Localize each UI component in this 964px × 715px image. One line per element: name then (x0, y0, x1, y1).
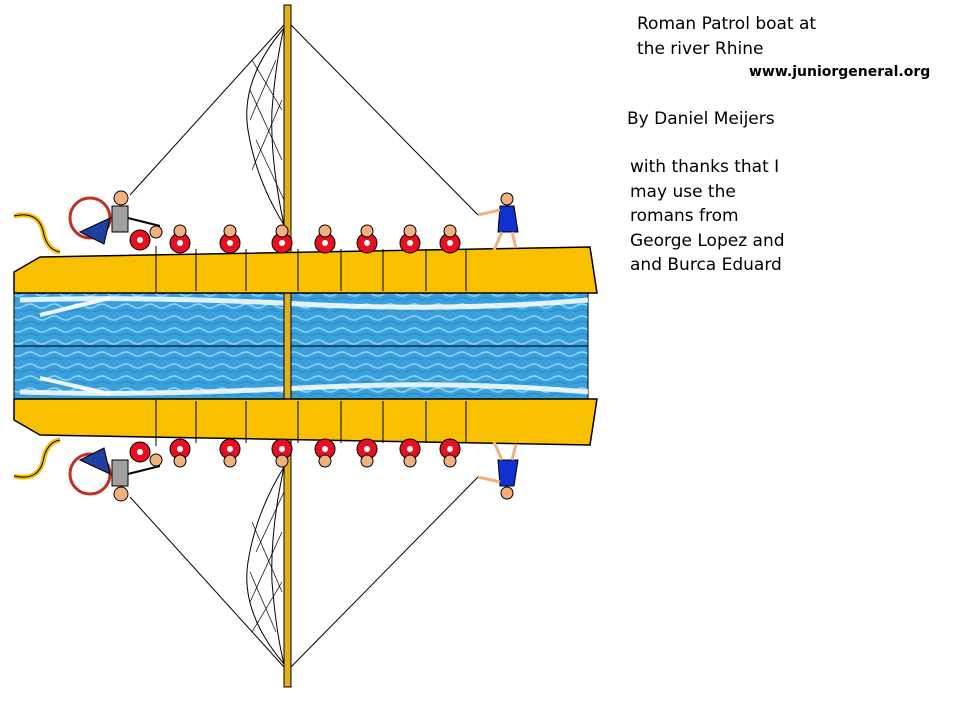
author-credit: By Daniel Meijers (627, 109, 775, 129)
thanks-line-3: romans from (630, 206, 739, 226)
hull-top (13, 246, 598, 294)
thanks-note: with thanks that I may use the romans fr… (630, 155, 785, 278)
rowers-top (129, 224, 467, 292)
rigging-line (290, 24, 479, 216)
archer-group (68, 190, 161, 245)
mast (283, 4, 292, 688)
thanks-line-5: and Burca Eduard (630, 255, 782, 275)
sailor-figure (477, 192, 519, 251)
thanks-line-2: may use the (630, 181, 736, 202)
sail-net-icon (246, 27, 285, 226)
title-line-1: Roman Patrol boat at (637, 14, 817, 34)
prow-ornament (13, 212, 61, 255)
rigging-line (129, 24, 285, 196)
boat-bottom-half (13, 398, 598, 668)
thanks-line-1: with thanks that I (630, 157, 780, 177)
river-water (13, 292, 589, 400)
website-url: www.juniorgeneral.org (749, 64, 931, 80)
thanks-line-4: George Lopez and (630, 230, 785, 251)
title-line-2: the river Rhine (637, 39, 764, 59)
boat-top-half (13, 24, 598, 294)
